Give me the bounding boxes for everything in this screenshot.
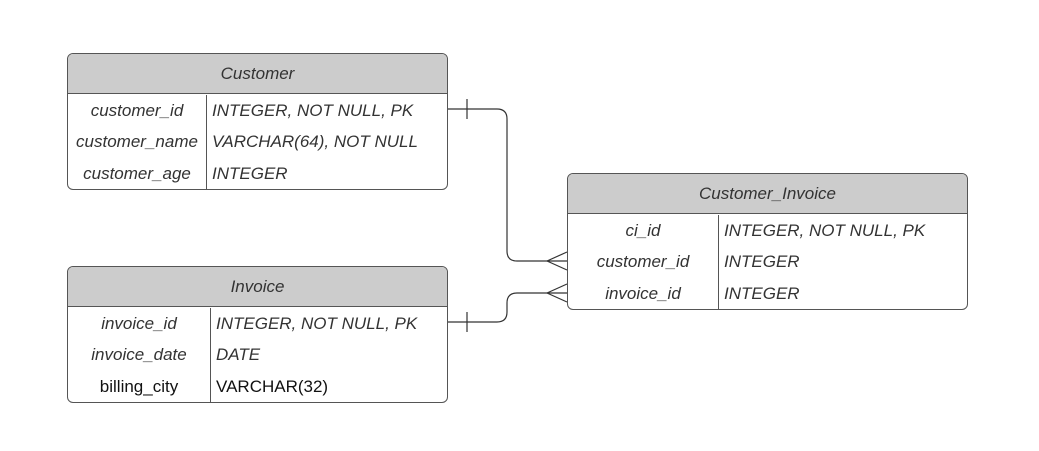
field-name: invoice_date <box>68 339 211 371</box>
field-name: customer_age <box>68 158 207 189</box>
field-name: customer_id <box>568 246 719 278</box>
field-name: customer_name <box>68 126 207 158</box>
entity-title: Customer_Invoice <box>568 174 967 214</box>
field-type: VARCHAR(64), NOT NULL <box>212 132 418 151</box>
field-name: customer_id <box>68 95 207 126</box>
entity-customer-invoice[interactable]: Customer_Invoice ci_id INTEGER, NOT NULL… <box>567 173 968 310</box>
table-row: customer_name VARCHAR(64), NOT NULL <box>68 126 447 158</box>
field-type: INTEGER <box>212 164 288 183</box>
crowfoot-lower <box>546 260 568 271</box>
table-row: invoice_date DATE <box>68 339 447 371</box>
field-type: INTEGER <box>724 252 800 271</box>
field-name: invoice_id <box>68 308 211 339</box>
field-type: INTEGER, NOT NULL, PK <box>216 313 418 333</box>
field-name: ci_id <box>568 215 719 246</box>
table-row: billing_city VARCHAR(32) <box>68 371 447 402</box>
crowfoot-upper <box>546 251 568 262</box>
field-name: invoice_id <box>568 278 719 309</box>
table-row: customer_id INTEGER, NOT NULL, PK <box>68 94 447 126</box>
table-row: invoice_id INTEGER, NOT NULL, PK <box>68 307 447 339</box>
table-row: invoice_id INTEGER <box>568 278 967 309</box>
table-row: customer_id INTEGER <box>568 246 967 278</box>
entity-title: Invoice <box>68 267 447 307</box>
field-type: DATE <box>216 345 261 364</box>
entity-customer[interactable]: Customer customer_id INTEGER, NOT NULL, … <box>67 53 448 190</box>
entity-invoice[interactable]: Invoice invoice_id INTEGER, NOT NULL, PK… <box>67 266 448 403</box>
field-name: billing_city <box>68 371 211 402</box>
connector-invoice-to-customer-invoice <box>448 283 568 332</box>
crowfoot-lower <box>546 292 568 303</box>
table-row: ci_id INTEGER, NOT NULL, PK <box>568 214 967 246</box>
field-type: INTEGER <box>724 284 800 303</box>
field-type: INTEGER, NOT NULL, PK <box>724 220 926 240</box>
crowfoot-upper <box>546 283 568 294</box>
entity-title: Customer <box>68 54 447 94</box>
connector-customer-to-customer-invoice <box>448 99 568 271</box>
field-type: INTEGER, NOT NULL, PK <box>212 100 414 120</box>
table-row: customer_age INTEGER <box>68 158 447 189</box>
field-type: VARCHAR(32) <box>216 377 329 396</box>
